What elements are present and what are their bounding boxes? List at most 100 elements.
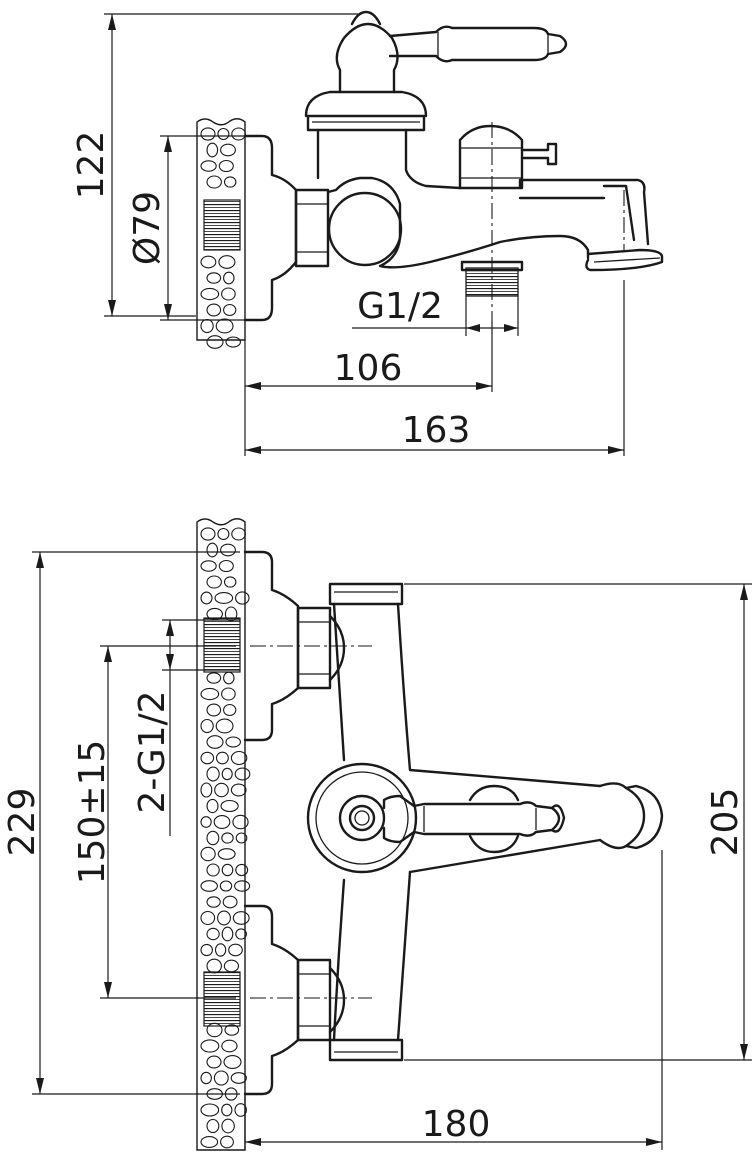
diverter-handle xyxy=(458,124,558,190)
inlet-thread-lower xyxy=(203,971,241,1027)
wall-stone xyxy=(222,895,238,909)
wall-stone xyxy=(200,687,220,701)
wall-stone xyxy=(220,143,236,157)
dim-diameter: Ø79 xyxy=(127,135,244,321)
wall-stone xyxy=(213,1070,229,1086)
wall-stone xyxy=(221,926,234,942)
mixer-body-front xyxy=(306,582,664,1062)
wall-stone xyxy=(200,846,216,862)
wall-stone xyxy=(206,830,220,846)
wall-stone xyxy=(214,943,227,957)
wall-stone xyxy=(220,799,239,813)
wall-stone xyxy=(221,1118,235,1134)
wall-stone xyxy=(214,782,229,798)
dim-label-163: 163 xyxy=(402,410,471,451)
dim-label-122: 122 xyxy=(71,131,112,200)
wall-stone xyxy=(200,943,213,957)
wall-stone xyxy=(215,318,234,334)
wall-stone xyxy=(231,127,246,141)
wall-stone xyxy=(200,1039,220,1053)
wall-stone xyxy=(206,927,220,941)
wall-stone xyxy=(206,575,222,589)
wall-stone xyxy=(234,767,251,781)
dim-label-150: 150±15 xyxy=(72,740,113,885)
lever-handle-top xyxy=(388,25,568,63)
wall-stone xyxy=(206,863,220,877)
wall-stone xyxy=(200,1136,219,1148)
dim-projection: 163 xyxy=(245,280,625,456)
wall-stone xyxy=(213,815,231,829)
dim-height-top: 122 xyxy=(71,13,358,317)
wall-stone xyxy=(221,687,236,701)
wall-stone xyxy=(206,798,219,814)
mixer-body-top xyxy=(316,128,664,297)
wall-stone xyxy=(221,832,234,844)
wall-stone xyxy=(223,576,237,588)
wall-stone xyxy=(200,1071,212,1085)
dim-inlet-thread: 2-G1/2 xyxy=(132,619,240,836)
dim-label-229: 229 xyxy=(2,788,43,857)
wall-stone xyxy=(235,863,249,877)
wall-stone xyxy=(200,718,214,734)
dim-depth: 180 xyxy=(244,850,663,1150)
wall-stone xyxy=(232,911,250,925)
inlet-thread-top xyxy=(203,199,241,251)
wall-stone xyxy=(223,1055,242,1069)
wall-stone xyxy=(220,1135,234,1149)
wall-stone xyxy=(221,287,236,301)
wall-stone xyxy=(200,560,217,572)
wall-stone xyxy=(206,672,222,684)
wall-stone xyxy=(206,766,220,782)
wall-stone xyxy=(219,880,233,892)
dim-center-distance: 150±15 xyxy=(72,645,236,999)
wall-stone xyxy=(223,703,237,717)
lever-handle-front xyxy=(382,794,566,844)
wall-stone xyxy=(221,863,234,877)
wall-stone xyxy=(206,896,221,908)
side-view: 122 Ø79 G1/2 106 xyxy=(71,10,664,456)
wall-stone xyxy=(214,592,234,604)
wall-stone xyxy=(217,527,230,541)
wall-stone xyxy=(230,750,248,766)
dim-label-diameter: Ø79 xyxy=(127,191,168,265)
wall-stone xyxy=(228,943,243,957)
diverter-knob xyxy=(327,191,403,267)
dim-label-2g12: 2-G1/2 xyxy=(132,690,173,813)
wall-stone xyxy=(232,814,249,830)
wall-stone xyxy=(230,1072,247,1084)
wall-stone xyxy=(231,527,246,541)
cartridge-cap xyxy=(304,10,428,132)
wall-stone xyxy=(235,832,248,844)
wall-stone xyxy=(217,127,230,141)
wall-stone xyxy=(218,159,234,173)
wall-stone xyxy=(221,1103,233,1117)
wall-stone xyxy=(235,928,247,940)
wall-stone xyxy=(234,1103,247,1117)
wall-stone xyxy=(200,255,217,269)
wall-stone xyxy=(215,751,229,765)
wall-stone xyxy=(200,127,216,141)
inlet-thread-upper xyxy=(203,617,241,673)
escutcheon-flange-top xyxy=(243,134,298,322)
wall-stone xyxy=(200,782,213,798)
wall-stone xyxy=(206,1055,222,1069)
dim-label-106: 106 xyxy=(334,348,403,389)
front-view: 229 150±15 2-G1/2 205 xyxy=(2,518,752,1151)
wall-stone xyxy=(221,1039,238,1053)
wall-stone xyxy=(217,910,231,926)
wall-stone xyxy=(206,303,222,317)
wall-stone xyxy=(200,527,216,541)
wall-stone xyxy=(215,718,234,734)
wall-stone xyxy=(217,848,236,860)
wall-stone xyxy=(220,543,236,557)
wall-stone xyxy=(223,303,237,317)
wall-stone xyxy=(200,160,217,172)
wall-stone xyxy=(200,1103,220,1117)
escutcheon-upper xyxy=(203,550,346,742)
wall-stone xyxy=(200,751,215,765)
wall-stone xyxy=(206,175,222,189)
dim-label-205: 205 xyxy=(705,788,746,857)
wall-stone xyxy=(206,542,219,558)
wall-stone xyxy=(223,271,235,285)
